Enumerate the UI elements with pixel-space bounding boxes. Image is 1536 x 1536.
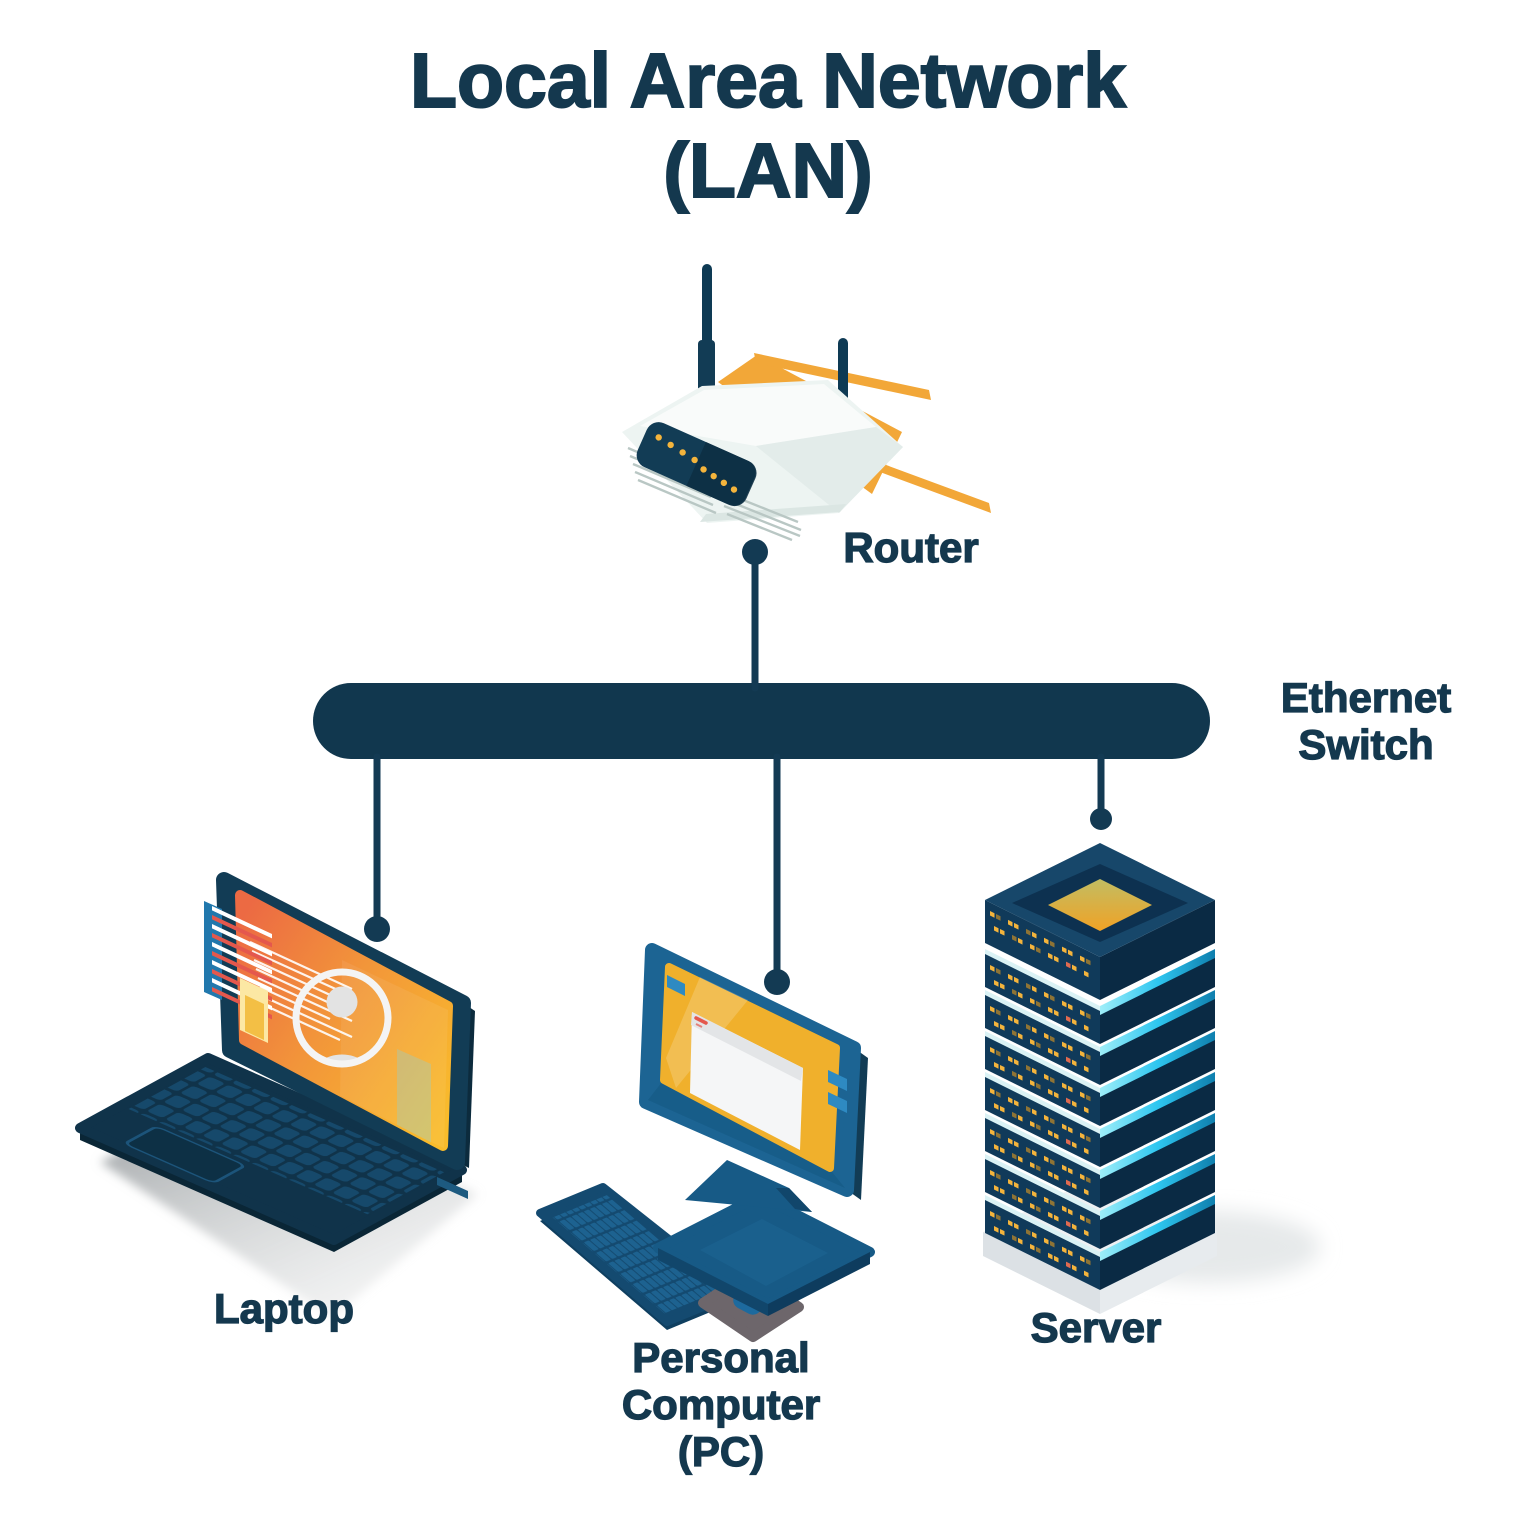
- ethernet-switch-bar: [313, 683, 1210, 759]
- pc-label-line3: (PC): [677, 1427, 765, 1475]
- laptop-link-dot: [364, 916, 390, 942]
- server-link-dot: [1090, 808, 1112, 830]
- user-profile-icon: [292, 968, 392, 1068]
- laptop-illustration: [75, 872, 478, 1318]
- title-line2: (LAN): [662, 127, 874, 215]
- ethernet-switch-label: Ethernet Switch: [1280, 673, 1452, 768]
- pc-window: [690, 1012, 803, 1150]
- folder-icons: [667, 975, 847, 1113]
- pc-keyboard: [536, 1183, 741, 1330]
- connector-lines: [364, 539, 1112, 995]
- laptop-trackpad: [125, 1127, 245, 1183]
- router-led-panel: [636, 422, 757, 507]
- pc-label: Personal Computer (PC): [621, 1333, 821, 1475]
- ethernet-switch-label-line1: Ethernet: [1280, 673, 1452, 721]
- page-title: Local Area Network (LAN): [0, 36, 1536, 216]
- server-label: Server: [1030, 1303, 1162, 1351]
- pc-link-dot: [764, 969, 790, 995]
- server-illustration: [983, 843, 1320, 1314]
- laptop-side-port: [437, 1177, 468, 1199]
- pc-stand: [653, 1160, 875, 1316]
- router-illustration: [622, 264, 991, 542]
- pc-monitor: [639, 943, 868, 1200]
- laptop-keyboard: [128, 1066, 445, 1215]
- pc-label-line1: Personal: [632, 1333, 811, 1381]
- server-top-cap: [985, 843, 1215, 1000]
- ethernet-switch-label-line2: Switch: [1298, 720, 1435, 768]
- router-link-dot: [742, 539, 768, 565]
- server-rack-units: [985, 949, 1215, 1290]
- title-line1: Local Area Network: [409, 37, 1127, 125]
- router-label: Router: [843, 523, 980, 571]
- pc-label-line2: Computer: [621, 1380, 821, 1428]
- laptop-screen-decor: [204, 901, 272, 1043]
- pc-illustration: [536, 943, 875, 1342]
- router-antenna-left: [698, 264, 715, 398]
- laptop-label: Laptop: [213, 1284, 354, 1332]
